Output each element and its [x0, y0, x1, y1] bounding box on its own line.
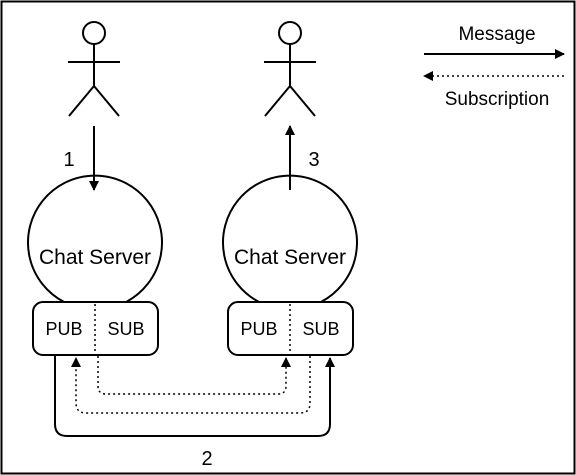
legend: Message Subscription [423, 24, 565, 110]
chat-server-2-box [227, 301, 354, 356]
chat-server-2-circle [222, 174, 358, 303]
legend-subscription-label: Subscription [445, 89, 550, 110]
chat-server-2: Chat Server PUB SUB [222, 174, 358, 356]
step-3-label: 3 [308, 149, 319, 171]
legend-message-label: Message [458, 24, 535, 45]
chat-server-1: Chat Server PUB SUB [27, 174, 163, 356]
user-2-icon [264, 21, 316, 117]
subscription-link-inner [97, 356, 291, 395]
chat-server-2-pub-label: PUB [240, 319, 277, 339]
step-2-message-arrow [54, 356, 335, 437]
chat-server-1-circle [27, 174, 163, 303]
chat-server-2-sub-label: SUB [302, 319, 339, 339]
user-1-icon [68, 21, 120, 117]
chat-server-1-pub-label: PUB [45, 319, 82, 339]
chat-server-1-sub-label: SUB [107, 319, 144, 339]
chat-server-1-box [32, 301, 159, 356]
step-1-label: 1 [63, 149, 74, 171]
chat-server-1-label: Chat Server [39, 246, 151, 269]
subscription-link-outer [71, 356, 311, 414]
chat-server-2-label: Chat Server [234, 246, 346, 269]
step-2-label: 2 [201, 448, 212, 470]
